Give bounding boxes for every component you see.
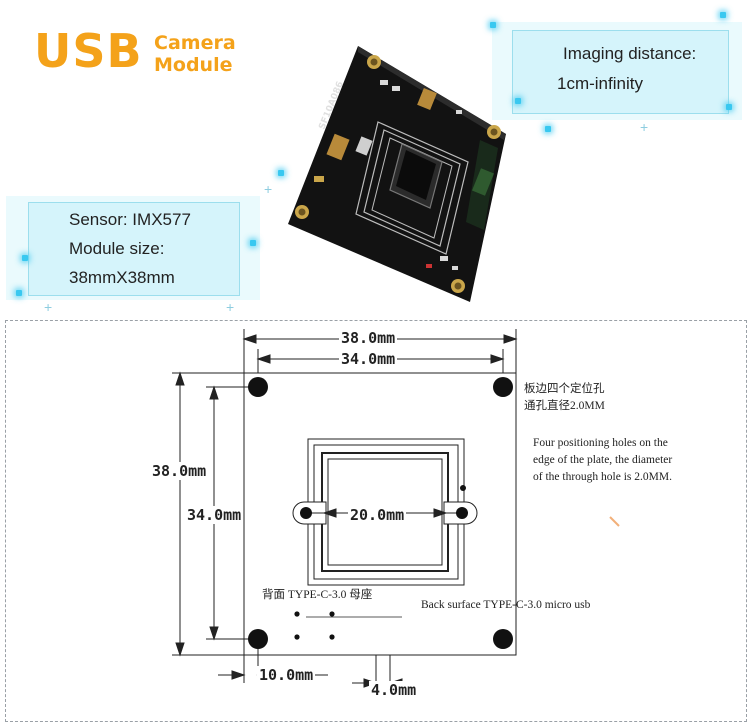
note-holes-cn: 板边四个定位孔 通孔直径2.0MM (524, 381, 605, 415)
imaging-distance-label: Imaging distance: (563, 44, 697, 63)
usb-note-en: Back surface TYPE-C-3.0 micro usb (421, 599, 591, 611)
product-title-line1: Camera (154, 32, 236, 54)
brand-usb-logo: USB (34, 24, 143, 78)
dim-top-inner-label: 34.0mm (339, 350, 398, 368)
dim-center-label: 20.0mm (348, 506, 407, 524)
sparkle-icon (720, 12, 726, 18)
plus-sparkle-icon: + (264, 181, 273, 197)
sparkle-icon (16, 290, 22, 296)
sparkle-icon (250, 240, 256, 246)
dim-bottom-usb-label: 4.0mm (369, 681, 419, 699)
dimension-drawing (172, 329, 620, 691)
note-holes-cn-line2: 通孔直径2.0MM (524, 400, 605, 412)
imaging-distance-value: 1cm-infinity (557, 74, 643, 93)
sparkle-icon (22, 255, 28, 261)
sensor-label: Sensor: IMX577 (69, 210, 191, 229)
dim-left-inner-label: 34.0mm (185, 506, 244, 524)
mounting-hole (248, 629, 268, 649)
sparkle-icon (545, 126, 551, 132)
camera-module-board-image: SF10A086 (288, 46, 506, 302)
product-banner: USB Camera Module Imaging distance: 1cm-… (0, 0, 750, 318)
mounting-hole (493, 377, 513, 397)
note-holes-cn-line1: 板边四个定位孔 (524, 383, 605, 395)
sparkle-icon (490, 22, 496, 28)
dim-left-outer-label: 38.0mm (150, 462, 209, 480)
plus-sparkle-icon: + (44, 299, 53, 315)
mounting-hole (248, 377, 268, 397)
sparkle-icon (278, 170, 284, 176)
sensor-info-card: Sensor: IMX577 Module size: 38mmX38mm (28, 202, 240, 296)
dim-top-outer-label: 38.0mm (339, 329, 398, 347)
module-size-label: Module size: (69, 239, 165, 258)
mounting-hole (493, 629, 513, 649)
dimension-drawing-panel: 38.0mm 34.0mm 38.0mm 34.0mm 20.0mm 10.0m… (5, 320, 747, 722)
board-outline (243, 372, 517, 656)
plus-sparkle-icon: + (640, 119, 649, 135)
product-title: Camera Module (154, 32, 236, 76)
note-holes-en: Four positioning holes on the edge of th… (533, 437, 673, 483)
sparkle-icon (726, 104, 732, 110)
dim-bottom-left-label: 10.0mm (257, 666, 316, 684)
imaging-distance-card: Imaging distance: 1cm-infinity (512, 30, 729, 114)
product-title-line2: Module (154, 54, 233, 76)
usb-note-cn: 背面 TYPE-C-3.0 母座 (262, 589, 373, 601)
module-size-value: 38mmX38mm (69, 268, 175, 287)
plus-sparkle-icon: + (226, 299, 235, 315)
sparkle-icon (515, 98, 521, 104)
